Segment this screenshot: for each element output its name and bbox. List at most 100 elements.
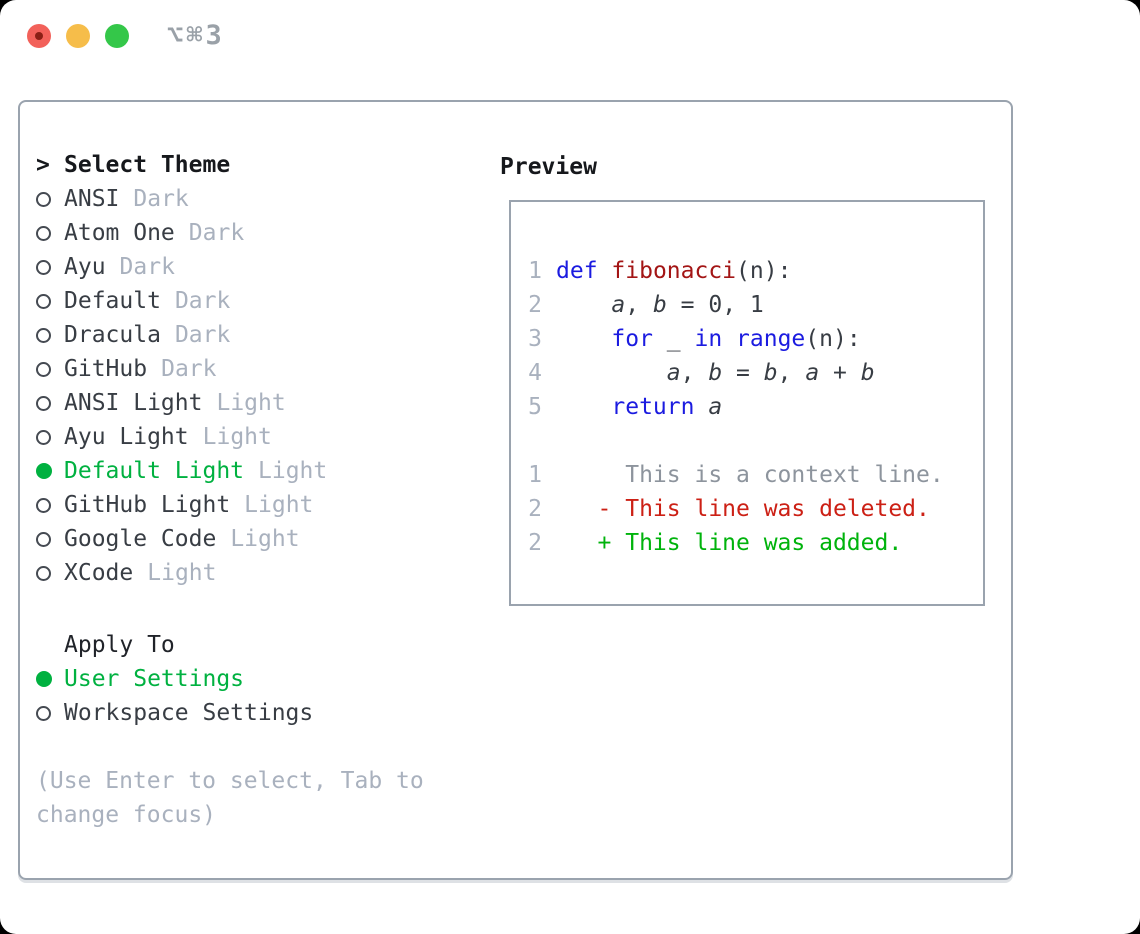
code-line: 4 a, b = b, a + b — [528, 356, 983, 390]
radio-cell — [36, 705, 64, 721]
apply-to-option[interactable]: Workspace Settings — [36, 696, 313, 730]
line-number: 3 — [528, 326, 542, 352]
theme-option[interactable]: Google Code Light — [36, 522, 327, 556]
theme-option[interactable]: GitHub Light Light — [36, 488, 327, 522]
radio-cell — [36, 395, 64, 411]
prompt-icon: > — [36, 152, 50, 178]
line-number: 2 — [528, 530, 542, 556]
radio-cell — [36, 429, 64, 445]
radio-cell — [36, 497, 64, 513]
line-number: 1 — [528, 258, 542, 284]
theme-variant-badge: Dark — [174, 322, 231, 348]
code-line: 1 def fibonacci(n): — [528, 254, 983, 288]
radio-cell — [36, 293, 64, 309]
theme-variant-badge: Dark — [161, 356, 217, 382]
theme-list-title: Select Theme — [64, 152, 231, 178]
theme-name: Google Code — [64, 526, 217, 552]
code-line: 2 - This line was deleted. — [528, 492, 983, 526]
theme-variant-badge: Light — [230, 526, 300, 552]
radio-cell — [36, 565, 64, 581]
theme-name: ANSI Light — [64, 390, 203, 416]
code-text: return a — [611, 394, 723, 420]
apply-to-option-label: Workspace Settings — [64, 700, 314, 726]
apply-to-title: Apply To — [64, 632, 175, 658]
code-text: def fibonacci(n): — [556, 258, 792, 284]
theme-name: Atom One — [64, 220, 175, 246]
theme-name: Ayu Light — [64, 424, 189, 450]
code-text: a, b = b, a + b — [666, 360, 875, 386]
theme-name: ANSI — [64, 186, 120, 212]
preview-box: 1 def fibonacci(n): 2 a, b = 0, 1 3 for _ i… — [509, 200, 985, 606]
code-text: for _ in range(n): — [611, 326, 861, 352]
line-number: 1 — [528, 462, 542, 488]
theme-option[interactable]: Ayu Light Light — [36, 420, 327, 454]
radio-cell — [36, 259, 64, 275]
code-text: This is a context line. — [556, 462, 944, 488]
minimize-button[interactable] — [66, 24, 90, 48]
theme-variant-badge: Dark — [174, 288, 231, 314]
radio-icon — [36, 293, 51, 309]
code-line: 2 + This line was added. — [528, 526, 983, 560]
radio-icon — [36, 191, 51, 207]
window-shortcut-label: ⌥⌘3 — [167, 20, 225, 51]
theme-list-header-row: > Select Theme — [36, 148, 327, 182]
radio-selected-icon — [36, 671, 52, 687]
radio-cell — [36, 191, 64, 207]
theme-name: Ayu — [64, 254, 106, 280]
theme-option[interactable]: Default Dark — [36, 284, 327, 318]
radio-icon — [36, 395, 51, 411]
theme-option[interactable]: Dracula Dark — [36, 318, 327, 352]
theme-variant-badge: Light — [202, 424, 272, 450]
line-number: 2 — [528, 292, 542, 318]
line-number: 5 — [528, 394, 542, 420]
radio-icon — [36, 225, 51, 241]
code-text: - This line was deleted. — [556, 496, 930, 522]
code-line: 5 return a — [528, 390, 983, 424]
theme-variant-badge: Light — [244, 492, 314, 518]
theme-name: Dracula — [64, 322, 161, 348]
theme-name: GitHub Light — [64, 492, 231, 518]
code-line: 1 This is a context line. — [528, 458, 983, 492]
theme-name: GitHub — [64, 356, 148, 382]
close-button[interactable] — [27, 24, 51, 48]
theme-name: Default — [64, 288, 161, 314]
radio-icon — [36, 429, 51, 445]
code-line: 2 a, b = 0, 1 — [528, 288, 983, 322]
radio-icon — [36, 565, 51, 581]
theme-name: Default Light — [64, 458, 245, 484]
radio-cell — [36, 671, 64, 687]
theme-option[interactable]: Default Light Light — [36, 454, 327, 488]
theme-option[interactable]: GitHub Dark — [36, 352, 327, 386]
code-line — [528, 424, 983, 458]
radio-icon — [36, 497, 51, 513]
radio-icon — [36, 705, 51, 721]
apply-to-option-label: User Settings — [64, 666, 245, 692]
preview-title: Preview — [500, 154, 597, 180]
radio-selected-icon — [36, 463, 52, 479]
theme-variant-badge: Dark — [119, 254, 175, 280]
radio-cell — [36, 531, 64, 547]
radio-cell — [36, 361, 64, 377]
code-text: a, b = 0, 1 — [611, 292, 764, 318]
hint-text: (Use Enter to select, Tab to change focu… — [36, 768, 438, 828]
apply-to-option[interactable]: User Settings — [36, 662, 313, 696]
theme-option[interactable]: Atom One Dark — [36, 216, 327, 250]
theme-name: XCode — [64, 560, 134, 586]
radio-cell — [36, 327, 64, 343]
theme-variant-badge: Dark — [188, 220, 245, 246]
titlebar — [27, 24, 129, 48]
radio-cell — [36, 463, 64, 479]
maximize-button[interactable] — [105, 24, 129, 48]
theme-variant-badge: Light — [258, 458, 328, 484]
radio-icon — [36, 259, 51, 275]
theme-option[interactable]: Ayu Dark — [36, 250, 327, 284]
radio-icon — [36, 361, 51, 377]
code-text: + This line was added. — [556, 530, 903, 556]
